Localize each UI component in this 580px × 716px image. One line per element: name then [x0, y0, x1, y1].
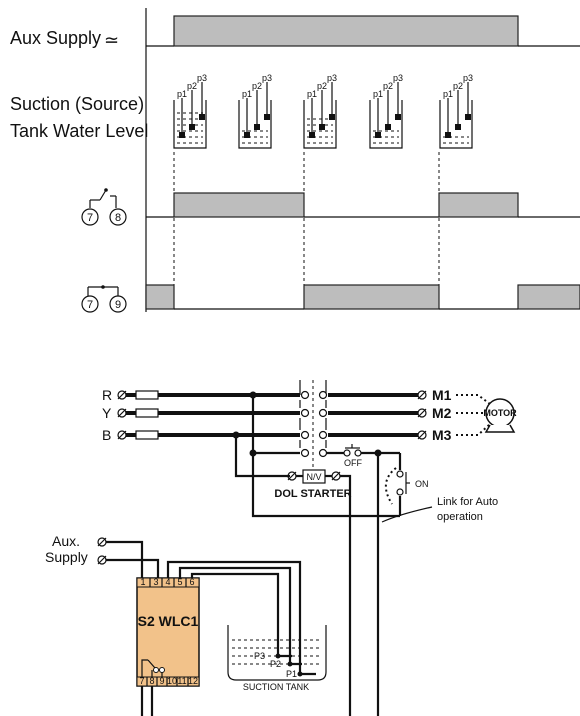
on-switch-icon	[396, 453, 410, 516]
terminal-label: 12	[188, 676, 198, 686]
probe-label: p2	[317, 81, 327, 91]
motor-icon: MOTOR	[483, 398, 517, 433]
contactor-poles-icon	[299, 380, 328, 470]
auto-link-icon	[385, 467, 397, 505]
link-label-line1: Link for Auto	[437, 496, 498, 508]
contact-7-8-symbol-icon	[89, 188, 117, 208]
probe-label: p2	[252, 81, 262, 91]
probe-label: p3	[463, 73, 473, 83]
link-label-line2: operation	[437, 511, 483, 523]
terminal-9-label: 9	[115, 299, 121, 311]
motor-terminal-m3: M3	[432, 427, 452, 443]
probe-label: p2	[187, 81, 197, 91]
terminal-label: 9	[159, 676, 164, 686]
terminal-8-icon	[109, 208, 127, 226]
contact-7-9-closed-bar	[145, 284, 175, 310]
terminal-label: 3	[153, 577, 158, 587]
contact-7-9-closed-bar	[517, 284, 580, 310]
tank-level-label-line2: Tank Water Level	[10, 121, 148, 141]
nv-label: N/V	[306, 472, 321, 482]
terminal-label: 1	[140, 577, 145, 587]
probe-label: p1	[373, 89, 383, 99]
terminal-7-label: 7	[87, 299, 93, 311]
dol-starter-label: DOL STARTER	[274, 488, 351, 500]
probe-label: p3	[393, 73, 403, 83]
terminal-label: 8	[149, 676, 154, 686]
aux-supply-label: Aux Supply	[10, 28, 101, 48]
motor-label: MOTOR	[483, 408, 517, 418]
probe-label: p1	[307, 89, 317, 99]
probe-label: p3	[327, 73, 337, 83]
phase-y-label: Y	[102, 405, 112, 421]
probe-label: p1	[443, 89, 453, 99]
probe-p1-label: P1	[286, 669, 297, 679]
motor-terminal-m2: M2	[432, 405, 452, 421]
timing-diagram: Aux Supply ≃ Suction (Source) Tank Water…	[10, 8, 580, 313]
contact-7-8-closed-bar	[438, 192, 519, 218]
probe-label: p3	[197, 73, 207, 83]
off-label: OFF	[344, 458, 362, 468]
terminal-7-icon	[81, 208, 99, 226]
aux-terminals-icon	[97, 537, 107, 565]
nv-coil-icon: N/V	[287, 469, 341, 484]
aux-label-line1: Aux.	[52, 533, 80, 549]
phase-r-label: R	[102, 387, 112, 403]
probe-label: p1	[242, 89, 252, 99]
suction-tank-icon	[227, 625, 327, 681]
terminal-7-icon	[81, 295, 99, 313]
off-switch-icon	[343, 444, 362, 457]
link-pointer-icon	[381, 506, 433, 523]
controller-name: S2 WLC1	[138, 613, 199, 629]
motor-terminals-icon	[417, 390, 427, 440]
aux-supply-on-bar	[173, 15, 519, 47]
probe-label: p2	[453, 81, 463, 91]
phase-terminals-icon	[117, 390, 127, 440]
controller-s2-wlc1: 1 3 4 5 6 S2 WLC1 7 8 9 10 11 12	[136, 577, 200, 687]
phase-b-label: B	[102, 427, 111, 443]
terminal-label: 10	[167, 676, 177, 686]
probe-p2-label: P2	[270, 659, 281, 669]
terminal-7-label: 7	[87, 212, 93, 224]
aux-label-line2: Supply	[45, 549, 88, 565]
ac-symbol-icon: ≃	[104, 30, 119, 50]
fuse-icons	[135, 390, 159, 440]
wiring-diagram: R Y B	[45, 380, 517, 716]
terminal-8-label: 8	[115, 212, 121, 224]
contact-7-8-closed-bar	[173, 192, 305, 218]
terminal-9-icon	[109, 295, 127, 313]
terminal-label: 4	[165, 577, 170, 587]
tank-level-label-line1: Suction (Source)	[10, 94, 144, 114]
terminal-label: 5	[177, 577, 182, 587]
motor-terminal-m1: M1	[432, 387, 452, 403]
probe-p3-label: P3	[254, 651, 265, 661]
probe-label: p3	[262, 73, 272, 83]
probe-label: p2	[383, 81, 393, 91]
terminal-label: 6	[189, 577, 194, 587]
terminal-label: 7	[139, 676, 144, 686]
probe-label: p1	[177, 89, 187, 99]
suction-tank-label: SUCTION TANK	[243, 682, 309, 692]
terminal-label: 11	[177, 676, 186, 686]
on-label: ON	[415, 479, 429, 489]
contact-7-9-symbol-icon	[87, 285, 119, 296]
contact-7-9-closed-bar	[303, 284, 440, 310]
